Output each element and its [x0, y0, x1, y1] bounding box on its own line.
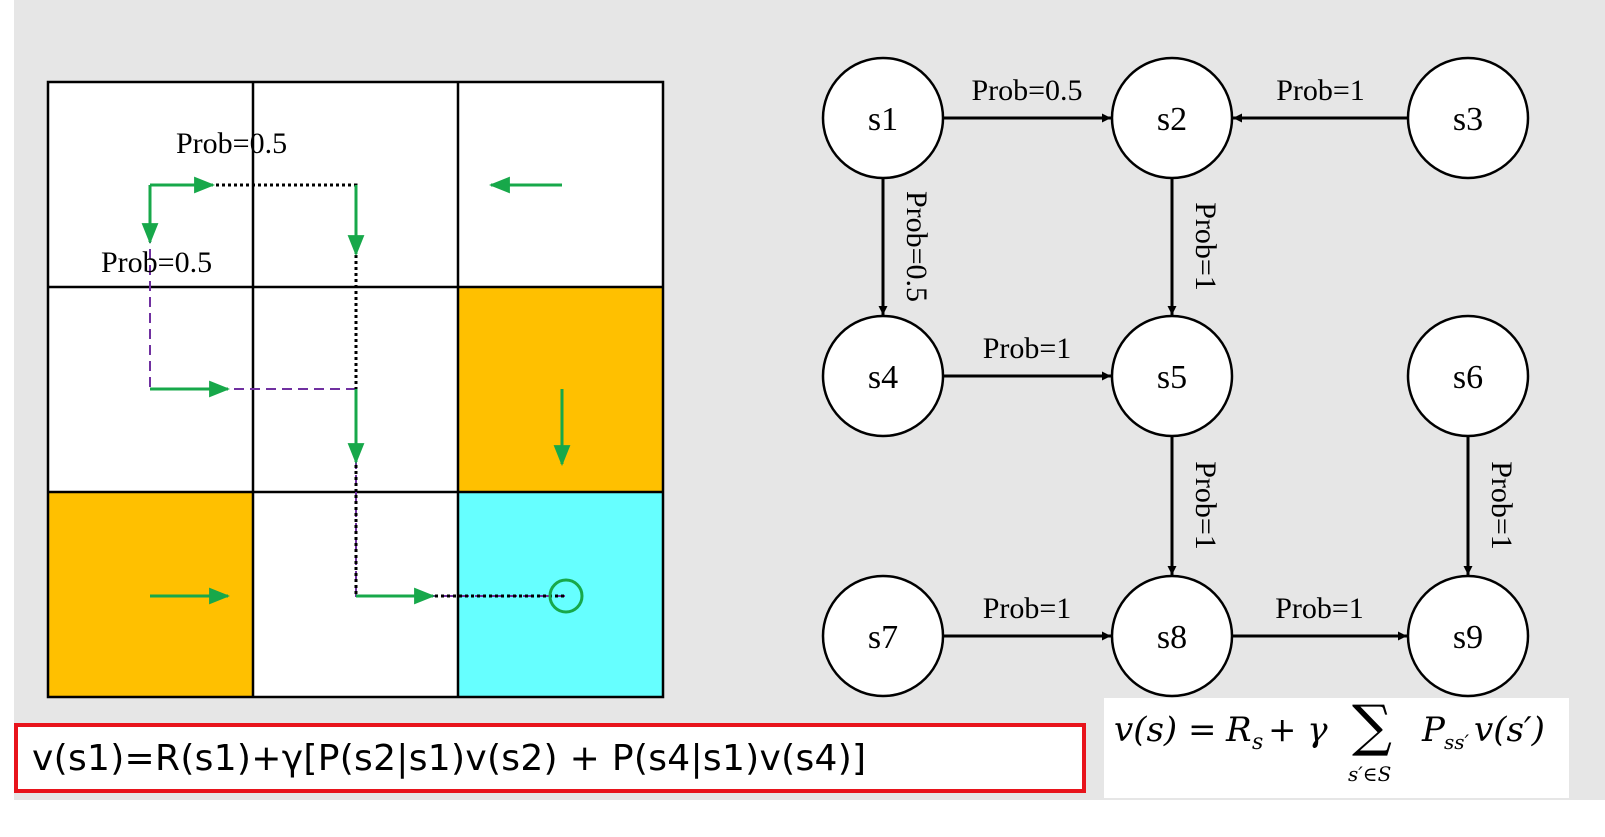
bellman-plus-gamma: + γ	[1268, 710, 1328, 750]
node-label-s8: s8	[1157, 619, 1187, 656]
edge-label-s5-s8: Prob=1	[1189, 461, 1222, 550]
grid-prob-label-left: Prob=0.5	[101, 246, 212, 279]
grid-cell-9-target	[458, 492, 663, 697]
node-label-s5: s5	[1157, 359, 1187, 396]
node-label-s3: s3	[1453, 101, 1483, 138]
bellman-transition: P	[1422, 710, 1445, 750]
node-s9	[1406, 574, 1530, 698]
node-s8	[1110, 574, 1234, 698]
graph-nodes: s1 s2 s3 s4 s5 s6 s7 s8 s9	[821, 56, 1530, 698]
bellman-transition-subscript: ss′	[1444, 730, 1470, 754]
node-label-s4: s4	[868, 359, 898, 396]
edge-label-s2-s5: Prob=1	[1189, 202, 1222, 291]
bellman-sum-subscript: s′∈S	[1348, 762, 1392, 786]
bellman-lhs: v(s) =	[1114, 710, 1217, 750]
node-s2	[1110, 56, 1234, 180]
bellman-reward: R	[1226, 710, 1252, 750]
policy-arrows	[141, 176, 584, 614]
grid-prob-label-top: Prob=0.5	[176, 127, 287, 160]
node-label-s7: s7	[868, 619, 898, 656]
bellman-equation: v(s) = R s + γ ∑ s′∈S P ss′ v(s′)	[1104, 694, 1569, 798]
grid-world: Prob=0.5 Prob=0.5	[46, 80, 665, 699]
bellman-tail: v(s′)	[1474, 710, 1545, 750]
edge-label-s1-s4: Prob=0.5	[900, 191, 933, 302]
example-equation-box: v(s1)=R(s1)+γ[P(s2|s1)v(s2) + P(s4|s1)v(…	[14, 723, 1086, 793]
node-label-s1: s1	[868, 101, 898, 138]
node-s3	[1406, 56, 1530, 180]
node-label-s2: s2	[1157, 101, 1187, 138]
trajectory-dotted-path	[150, 183, 565, 598]
node-s6	[1406, 314, 1530, 438]
bellman-reward-subscript: s	[1252, 730, 1264, 755]
edge-label-s6-s9: Prob=1	[1485, 461, 1518, 550]
node-label-s9: s9	[1453, 619, 1483, 656]
stay-circle-icon	[548, 578, 584, 614]
edge-label-s4-s5: Prob=1	[983, 332, 1072, 365]
edge-label-s8-s9: Prob=1	[1275, 592, 1364, 625]
example-equation: v(s1)=R(s1)+γ[P(s2|s1)v(s2) + P(s4|s1)v(…	[32, 737, 867, 779]
edge-label-s1-s2: Prob=0.5	[971, 74, 1082, 107]
node-s7	[821, 574, 945, 698]
edge-label-s3-s2: Prob=1	[1276, 74, 1365, 107]
bellman-sum: ∑	[1352, 694, 1392, 759]
node-s4	[821, 314, 945, 438]
node-label-s6: s6	[1453, 359, 1483, 396]
node-s5	[1110, 314, 1234, 438]
edge-label-s7-s8: Prob=1	[983, 592, 1072, 625]
node-s1	[821, 56, 945, 180]
